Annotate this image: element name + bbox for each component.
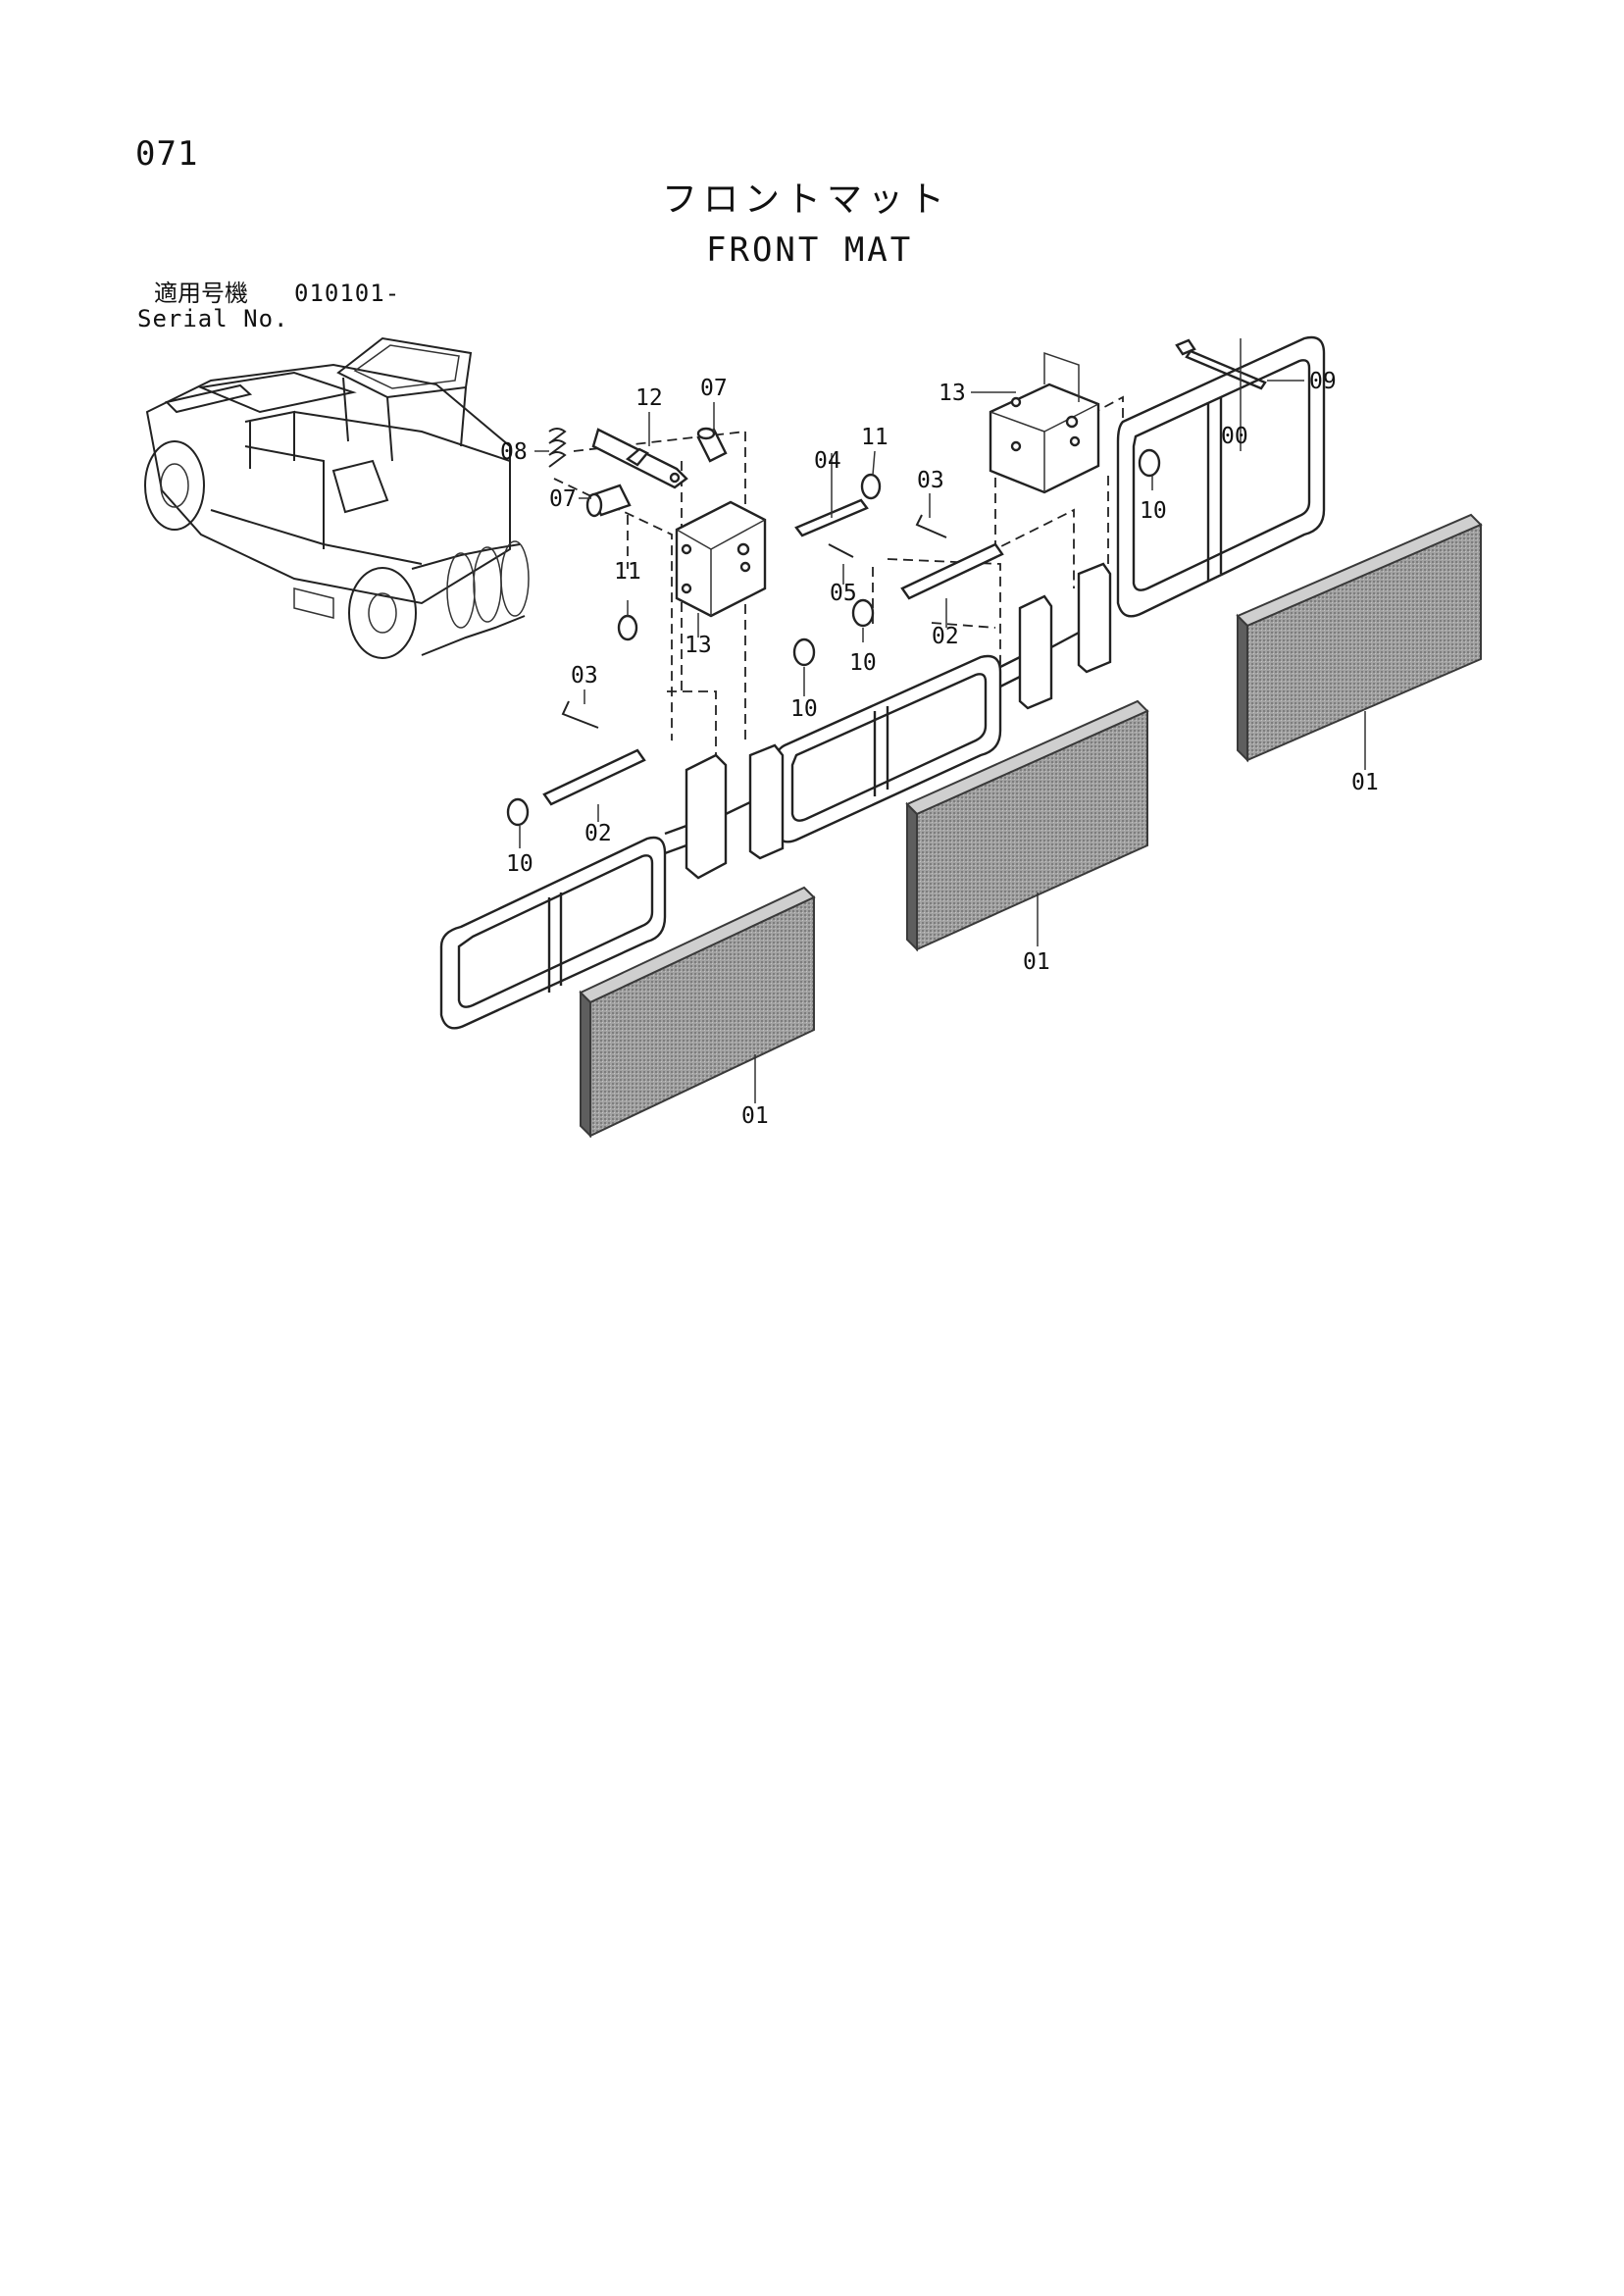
bushing-07-upper xyxy=(696,427,728,463)
callout-02-upper: 02 xyxy=(932,624,959,649)
callout-13-upper: 13 xyxy=(939,381,966,406)
leader-lines xyxy=(519,338,1366,1103)
callout-02-lower: 02 xyxy=(584,821,612,846)
callout-01-left: 01 xyxy=(741,1103,769,1129)
mat-01-right xyxy=(1236,513,1483,763)
mat-01-middle xyxy=(905,699,1149,952)
page-number: 071 xyxy=(135,134,199,174)
callout-11-upper: 11 xyxy=(861,425,888,450)
callout-labels: 12 07 08 07 04 11 03 13 09 00 10 11 13 0… xyxy=(500,369,1379,1129)
latch-plate-12 xyxy=(591,428,688,489)
clip-pin-03-upper xyxy=(915,514,947,538)
callout-04: 04 xyxy=(814,448,841,474)
rubber-mats-01 xyxy=(579,513,1483,1139)
callout-01-middle: 01 xyxy=(1023,949,1050,975)
clip-pin-03-lower xyxy=(561,700,599,729)
callout-03-lower: 03 xyxy=(571,663,598,689)
serial-label-english: Serial No. xyxy=(137,305,289,332)
long-pin-02-upper xyxy=(900,542,1004,600)
callout-07-upper: 07 xyxy=(700,376,728,401)
cable-tie-09 xyxy=(1175,338,1267,390)
callout-09: 09 xyxy=(1309,369,1337,394)
mat-frame-00 xyxy=(439,335,1326,1030)
cotter-pin-05 xyxy=(828,543,854,558)
callout-10-lower-left: 10 xyxy=(506,851,533,877)
washer-10-b xyxy=(851,598,875,628)
callout-10-center: 10 xyxy=(790,696,818,722)
hinge-bracket-13-right xyxy=(989,351,1100,494)
callout-07-lower: 07 xyxy=(549,486,577,512)
callout-05: 05 xyxy=(830,581,857,606)
callout-01-right: 01 xyxy=(1351,770,1379,795)
hardware-parts xyxy=(506,338,1267,827)
roller-machine-illustration xyxy=(144,336,530,659)
callout-08: 08 xyxy=(500,439,528,465)
washer-10-a xyxy=(1138,448,1161,478)
title-japanese: フロントマット xyxy=(662,179,951,220)
callout-12: 12 xyxy=(635,385,663,411)
callout-10-upper-right: 10 xyxy=(1140,498,1167,524)
serial-label-japanese: 適用号機 xyxy=(154,280,248,307)
callout-10-middle: 10 xyxy=(849,650,877,676)
long-pin-02-lower xyxy=(542,748,646,806)
washer-11-lower xyxy=(617,614,638,641)
hinge-bracket-13-left xyxy=(675,500,767,618)
callout-00: 00 xyxy=(1221,424,1248,449)
callout-03-upper: 03 xyxy=(917,468,944,493)
bushing-07-lower xyxy=(585,484,632,518)
title-english: FRONT MAT xyxy=(706,230,914,270)
callout-11-lower: 11 xyxy=(614,559,641,585)
washer-10-d xyxy=(506,797,530,827)
washer-10-c xyxy=(792,638,816,667)
washer-11-upper xyxy=(860,473,882,500)
callout-13-lower: 13 xyxy=(685,633,712,658)
mat-01-left xyxy=(579,886,816,1139)
spring-08 xyxy=(548,428,567,468)
serial-number-value: 010101- xyxy=(294,280,401,307)
